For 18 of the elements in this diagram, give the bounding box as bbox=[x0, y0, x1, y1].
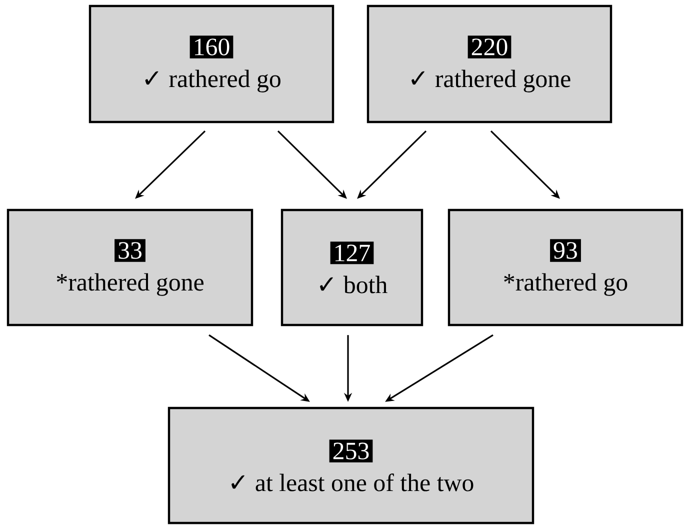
box-label: ✓ rathered go bbox=[145, 70, 280, 92]
process-box bbox=[366, 4, 612, 124]
number-badge: 220 bbox=[468, 36, 512, 58]
number-badge: 160 bbox=[190, 36, 234, 58]
process-box bbox=[280, 208, 424, 326]
process-box bbox=[168, 406, 534, 524]
process-box bbox=[6, 208, 254, 326]
number-badge: 33 bbox=[114, 239, 146, 262]
box-label: ✓ both bbox=[320, 276, 388, 294]
box-label: *rathered gone bbox=[56, 273, 204, 296]
process-box bbox=[448, 208, 684, 326]
number-badge: 93 bbox=[550, 239, 581, 262]
box-label: ✓ rathered gone bbox=[412, 70, 570, 92]
process-box bbox=[88, 4, 334, 124]
box-label: *rathered go bbox=[504, 273, 628, 296]
number-badge: 127 bbox=[330, 242, 374, 264]
box-label: ✓ at least one of the two bbox=[232, 474, 474, 492]
number-badge: 253 bbox=[329, 440, 373, 462]
